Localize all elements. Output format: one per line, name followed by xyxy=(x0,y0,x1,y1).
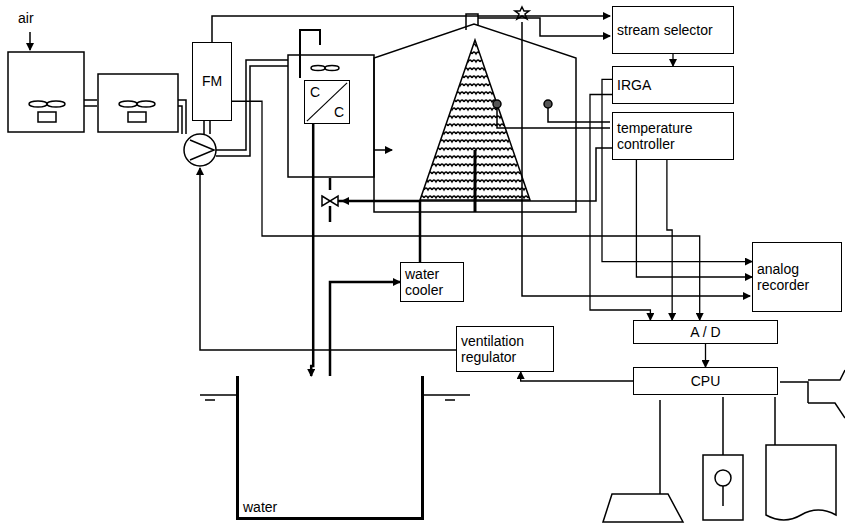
signal-connector xyxy=(667,160,672,320)
node-text: temperature controller xyxy=(617,120,729,152)
signal-connector xyxy=(311,124,313,376)
process-box: stream selector xyxy=(612,6,734,54)
converter-box: A / D xyxy=(633,320,778,344)
air-flow xyxy=(374,149,392,151)
sample-line xyxy=(212,16,610,42)
duct xyxy=(204,121,210,134)
node-text: C xyxy=(334,104,344,120)
signal-connector xyxy=(521,372,633,381)
analyzer-box: IRGA xyxy=(612,66,734,104)
keyboard-symbol xyxy=(603,494,683,522)
cable xyxy=(780,370,845,403)
control-wire xyxy=(200,168,456,350)
node-text: IRGA xyxy=(617,77,729,93)
node-text: ventilation regulator xyxy=(461,333,549,365)
node-text: C xyxy=(310,84,320,100)
fan-box xyxy=(8,52,84,132)
star-symbol xyxy=(515,7,529,19)
printer-symbol xyxy=(766,445,836,520)
fan-symbol xyxy=(29,101,155,122)
sample-line xyxy=(478,18,610,36)
tree-chamber xyxy=(374,24,576,212)
display-symbol xyxy=(715,470,731,486)
signal-connector xyxy=(636,160,752,277)
node-text: water cooler xyxy=(405,266,459,298)
node-text: FM xyxy=(202,73,222,89)
recorder-box: analog recorder xyxy=(752,242,842,312)
chimney xyxy=(466,14,478,30)
cable xyxy=(722,397,724,506)
duct xyxy=(178,100,186,134)
cable xyxy=(774,397,776,445)
node-text: water xyxy=(243,499,417,515)
pipe xyxy=(329,206,332,222)
water-tank: water xyxy=(236,376,424,520)
flowmeter-box: FM xyxy=(192,42,232,121)
regulator-box: ventilation regulator xyxy=(456,326,554,372)
valve-symbol xyxy=(322,196,338,206)
pump-symbol xyxy=(190,140,214,160)
pipe xyxy=(329,178,332,190)
duct xyxy=(84,100,97,106)
pump-symbol xyxy=(184,134,216,166)
tree xyxy=(420,40,530,212)
signal-wire xyxy=(522,22,750,296)
signal-connector xyxy=(705,344,706,367)
heat-exchanger: CC xyxy=(304,80,350,124)
sensor-dot xyxy=(544,100,552,108)
plotter-symbol xyxy=(808,403,845,418)
node-text: analog recorder xyxy=(757,261,837,293)
sensor-wire xyxy=(497,108,610,128)
pipe xyxy=(338,201,420,262)
control-wire xyxy=(342,148,612,201)
sensor-dot xyxy=(493,100,501,108)
water-level xyxy=(200,395,470,400)
fan-box xyxy=(98,74,178,132)
signal-connector xyxy=(602,79,752,261)
cooler-box: water cooler xyxy=(400,262,464,302)
inlet-label: air xyxy=(18,10,34,26)
signal-connector xyxy=(672,54,673,66)
node-text: A / D xyxy=(690,324,720,340)
signal-connector xyxy=(330,282,400,376)
controller-box: temperature controller xyxy=(612,112,734,160)
node-text: CPU xyxy=(691,373,721,389)
fan-symbol xyxy=(311,66,339,71)
node-text: stream selector xyxy=(617,22,729,38)
cpu-box: CPU xyxy=(633,367,778,395)
cable xyxy=(659,400,661,494)
